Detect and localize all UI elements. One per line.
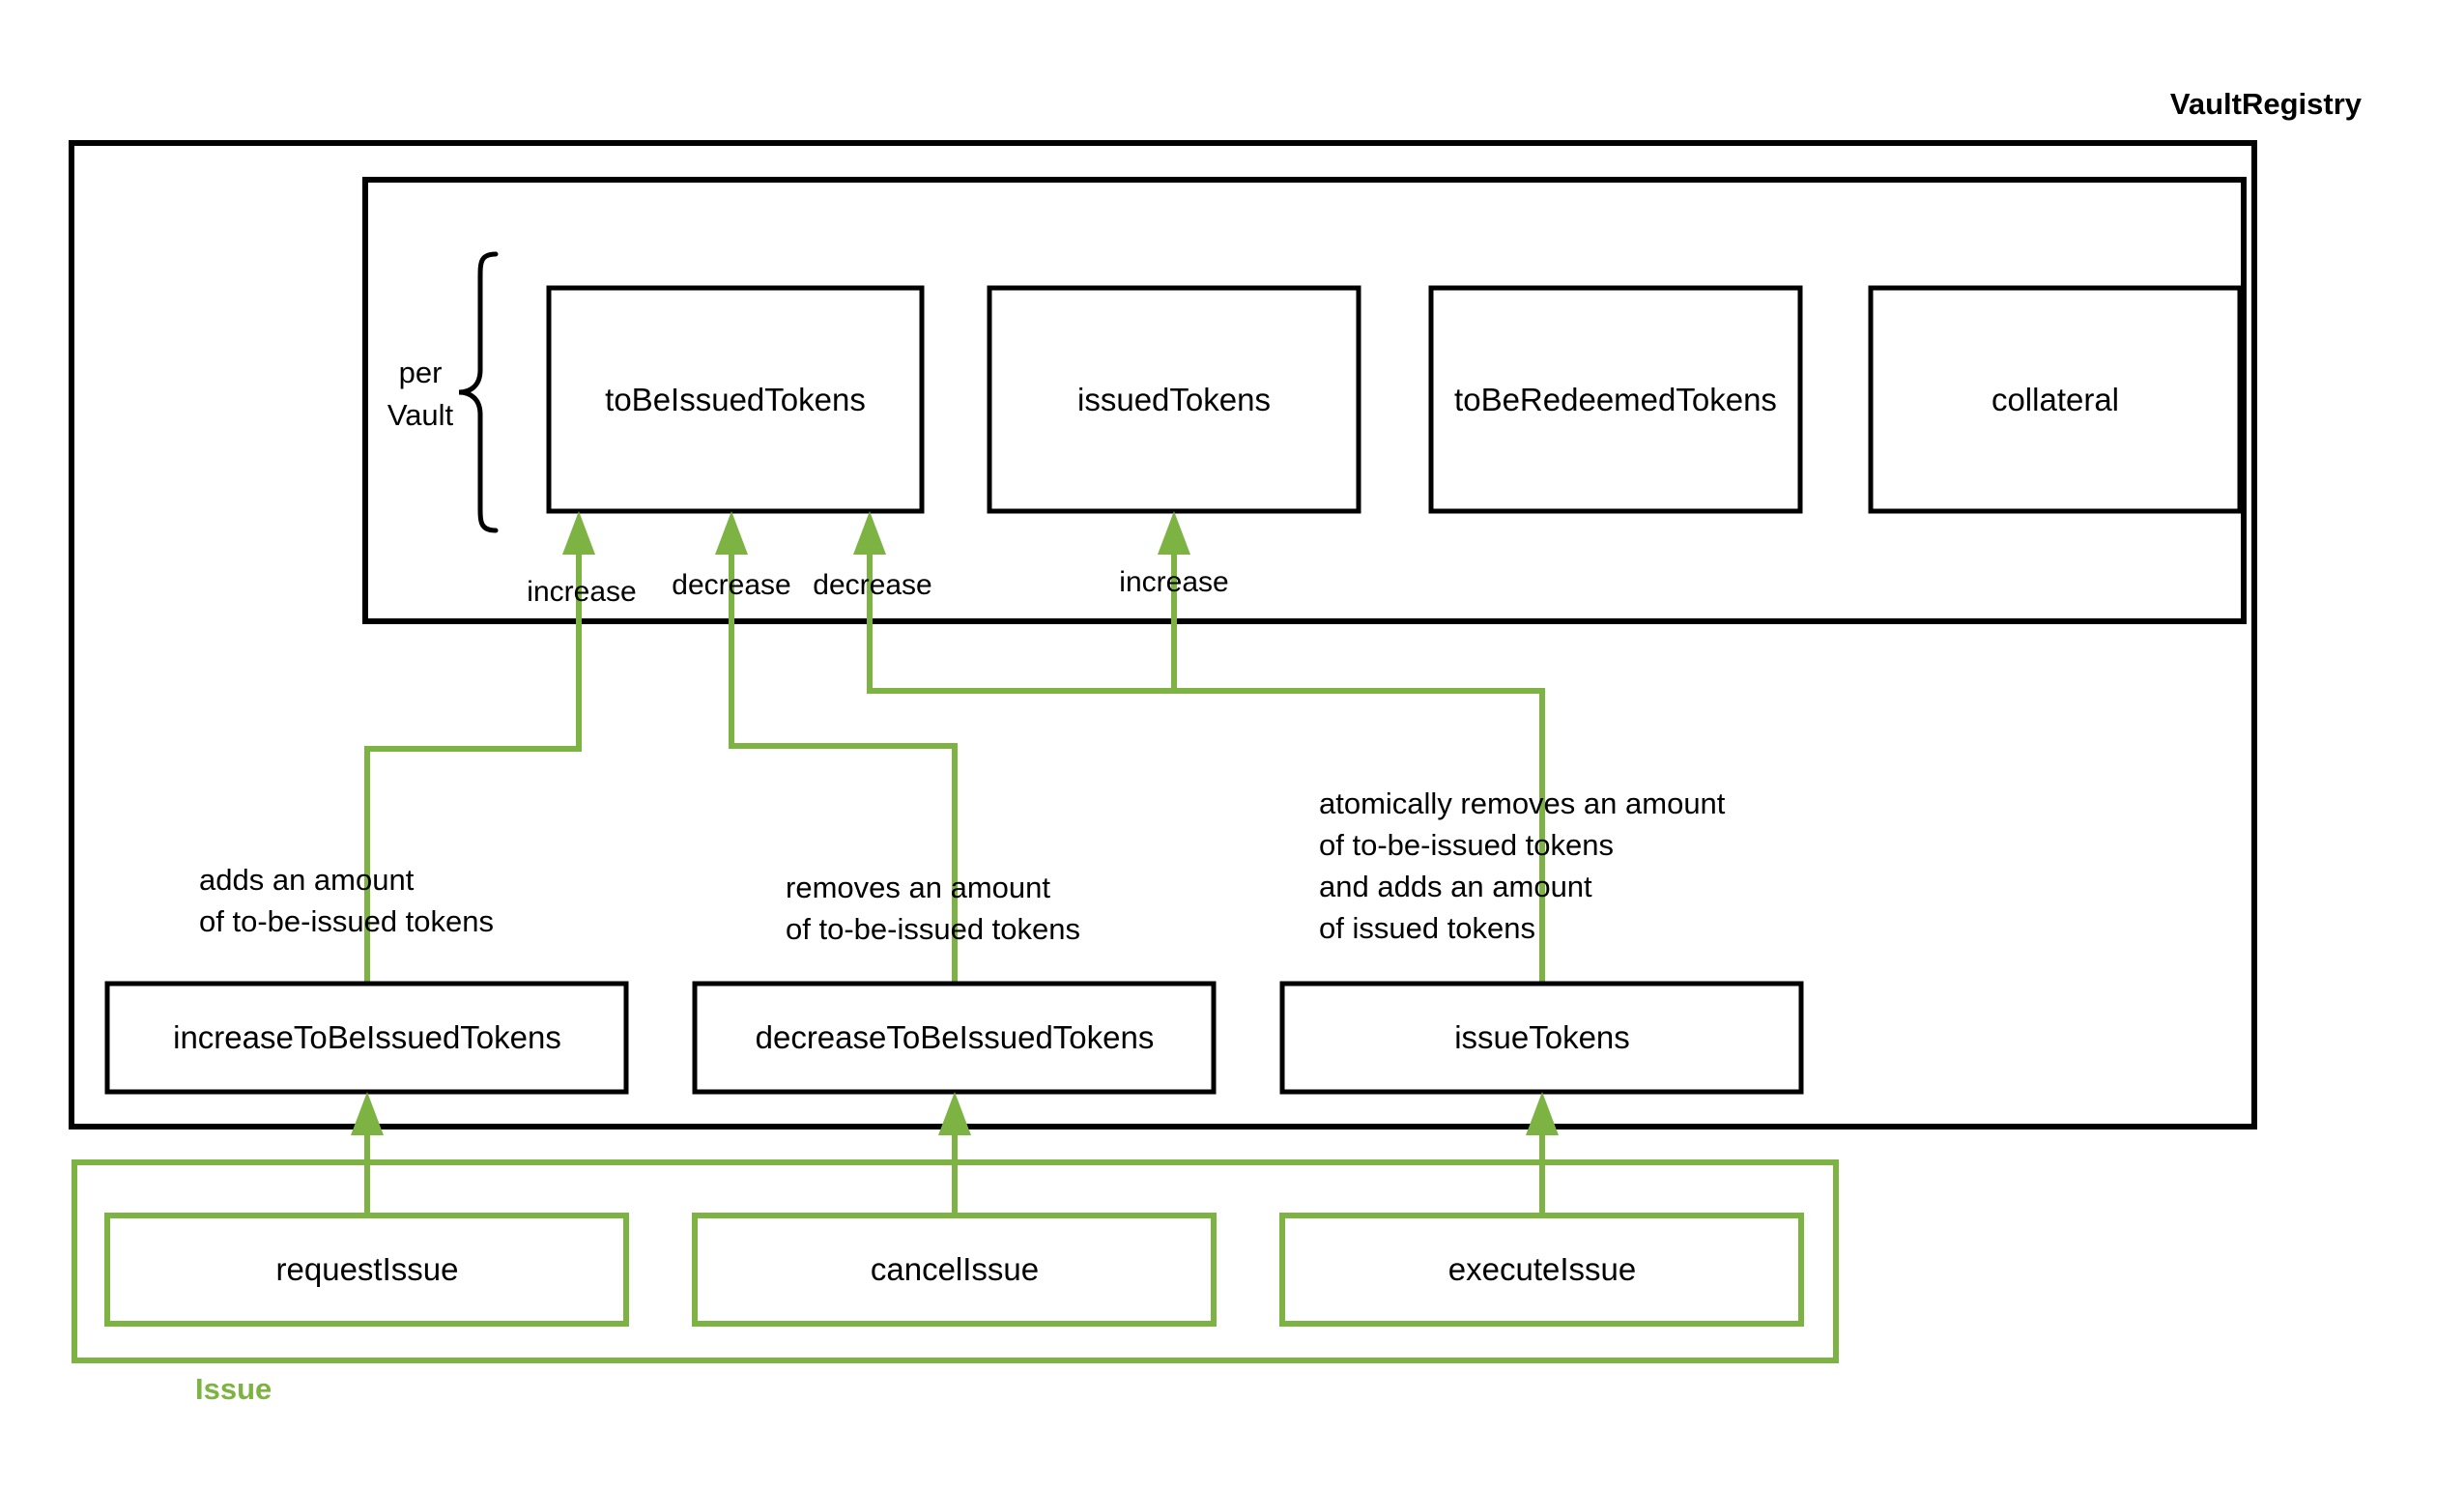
description-increase-to-be-issued: adds an amount of to-be-issued tokens	[199, 863, 494, 938]
edge-label-increase-1: increase	[527, 576, 636, 608]
storage-box-to-be-issued-tokens[interactable]: toBeIssuedTokens	[546, 285, 925, 514]
per-vault-brace	[458, 251, 499, 533]
issue-box-label: executeIssue	[1448, 1251, 1636, 1287]
description-line: adds an amount	[199, 863, 415, 897]
storage-box-to-be-redeemed-tokens[interactable]: toBeRedeemedTokens	[1428, 285, 1803, 514]
brace-label-line1: per	[399, 356, 443, 389]
function-box-label: decreaseToBeIssuedTokens	[756, 1019, 1155, 1055]
issue-box-label: cancelIssue	[871, 1251, 1039, 1287]
description-decrease-to-be-issued: removes an amount of to-be-issued tokens	[786, 871, 1080, 946]
issue-box-cancel-issue[interactable]: cancelIssue	[692, 1213, 1217, 1327]
function-box-label: issueTokens	[1454, 1019, 1630, 1055]
brace-label-line2: Vault	[387, 398, 454, 432]
connector-execute-issue	[1526, 1092, 1559, 1222]
storage-box-issued-tokens[interactable]: issuedTokens	[987, 285, 1361, 514]
issue-group-label: Issue	[195, 1372, 272, 1406]
description-line: of to-be-issued tokens	[199, 904, 494, 938]
description-line: and adds an amount	[1319, 870, 1592, 903]
connector-request-issue	[351, 1092, 384, 1222]
edge-label-decrease-1: decrease	[672, 569, 790, 601]
connector-issue-tokens-increase	[1158, 511, 1542, 694]
page-title: VaultRegistry	[2170, 87, 2363, 121]
per-vault-storage-container	[362, 177, 2247, 624]
edge-label-decrease-2: decrease	[813, 569, 931, 601]
connector-increase-to-be-issued	[364, 511, 595, 1053]
function-box-decrease-to-be-issued-tokens[interactable]: decreaseToBeIssuedTokens	[692, 981, 1217, 1095]
description-line: of issued tokens	[1319, 911, 1535, 945]
vault-registry-container	[69, 140, 2257, 1130]
description-line: removes an amount	[786, 871, 1050, 904]
issue-group-container	[72, 1159, 1839, 1363]
connector-cancel-issue	[938, 1092, 971, 1222]
issue-box-label: requestIssue	[276, 1251, 459, 1287]
function-box-increase-to-be-issued-tokens[interactable]: increaseToBeIssuedTokens	[104, 981, 629, 1095]
description-line: of to-be-issued tokens	[1319, 828, 1614, 862]
function-box-label: increaseToBeIssuedTokens	[173, 1019, 561, 1055]
description-line: atomically removes an amount	[1319, 786, 1726, 820]
function-box-issue-tokens[interactable]: issueTokens	[1279, 981, 1804, 1095]
storage-box-label: issuedTokens	[1077, 382, 1271, 417]
issue-box-request-issue[interactable]: requestIssue	[104, 1213, 629, 1327]
storage-box-label: toBeIssuedTokens	[605, 382, 866, 417]
edge-label-increase-2: increase	[1119, 566, 1228, 598]
description-issue-tokens: atomically removes an amount of to-be-is…	[1319, 786, 1726, 945]
description-line: of to-be-issued tokens	[786, 912, 1080, 946]
issue-box-execute-issue[interactable]: executeIssue	[1279, 1213, 1804, 1327]
storage-box-label: toBeRedeemedTokens	[1454, 382, 1777, 417]
connector-decrease-to-be-issued	[715, 511, 958, 1053]
storage-box-collateral[interactable]: collateral	[1868, 285, 2243, 514]
storage-box-label: collateral	[1991, 382, 2119, 417]
